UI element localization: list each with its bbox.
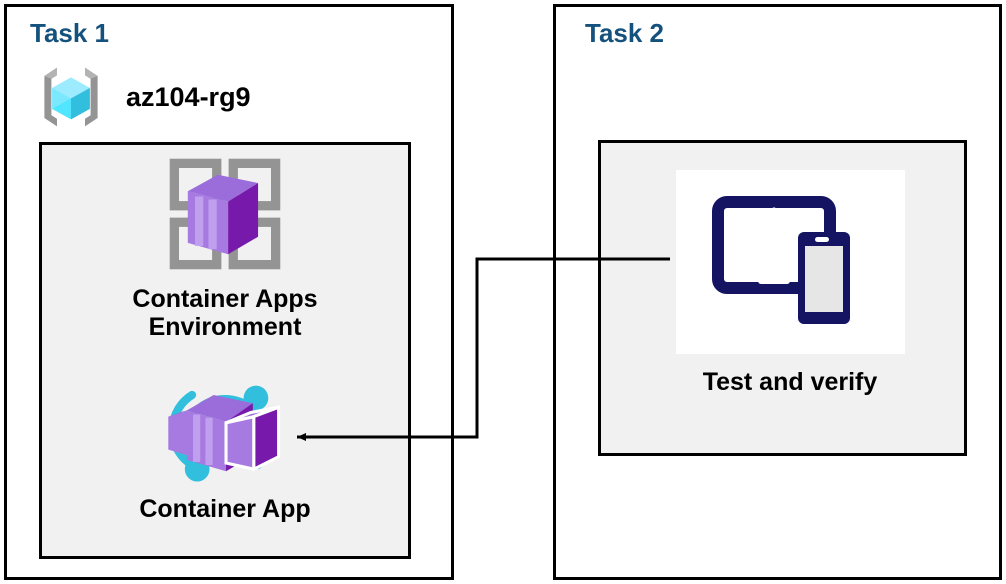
task-2-title: Task 2 — [585, 18, 665, 48]
azure-resource-group-icon — [36, 62, 106, 132]
task-1-title: Task 1 — [30, 18, 110, 48]
node-label-container-apps-environment: Container Apps Environment — [132, 285, 318, 341]
container-app-icon — [158, 372, 292, 493]
node-container-apps-environment: Container Apps Environment — [75, 152, 375, 341]
node-label-container-app: Container App — [139, 495, 311, 523]
resource-group-header: az104-rg9 — [36, 58, 336, 136]
node-container-app: Container App — [75, 372, 375, 523]
node-test-and-verify: Test and verify — [640, 170, 940, 396]
container-apps-environment-icon — [163, 152, 287, 281]
resource-group-label: az104-rg9 — [126, 81, 251, 112]
devices-test-icon — [710, 190, 870, 335]
test-icon-plate — [675, 170, 905, 354]
node-label-test-and-verify: Test and verify — [702, 368, 878, 396]
